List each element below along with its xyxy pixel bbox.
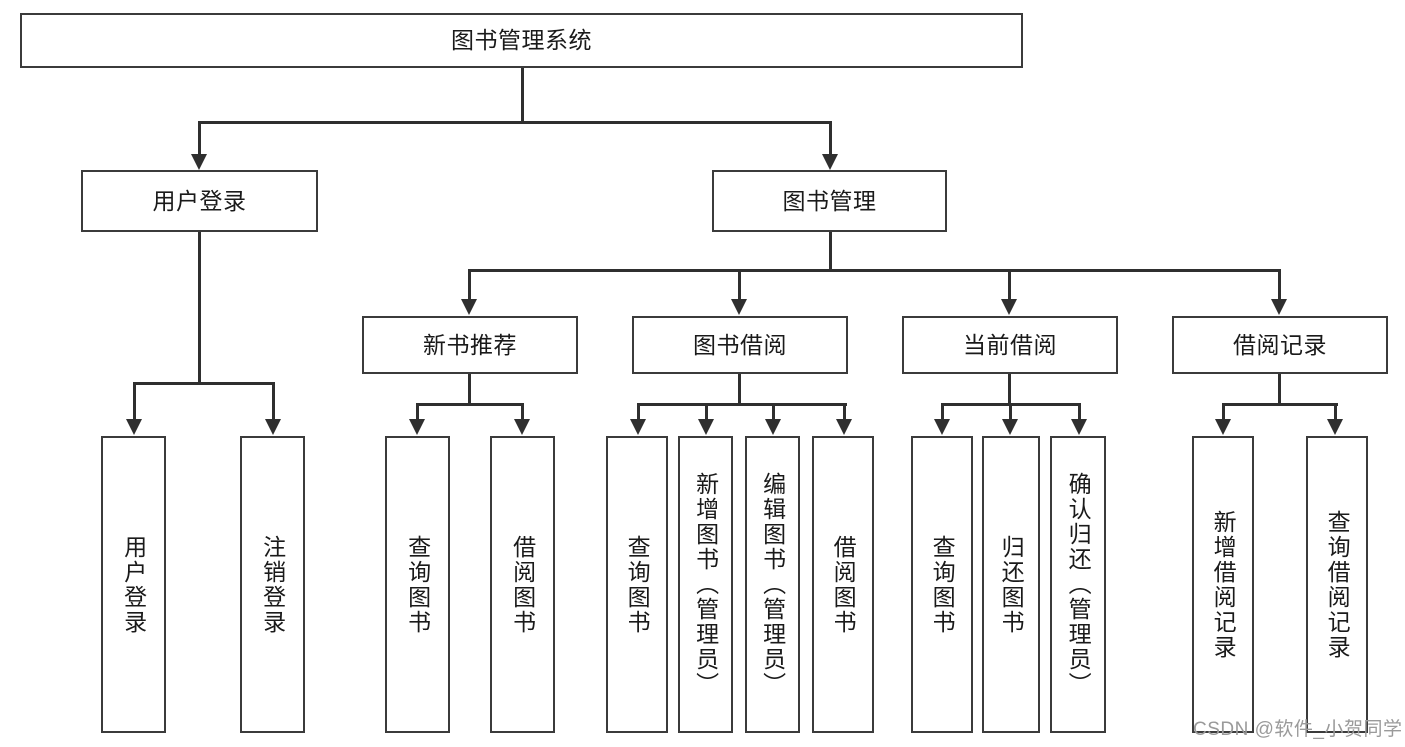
node-book-management[interactable]: 图书管理 (712, 170, 947, 232)
node-label: 查询借阅记录 (1324, 509, 1351, 660)
node-label: 借阅记录 (1233, 331, 1327, 358)
leaf-query-borrow-record[interactable]: 查询借阅记录 (1306, 436, 1368, 733)
arrow-cb-leaf-2 (1002, 419, 1018, 435)
edge-cb-drop-1 (941, 403, 944, 419)
arrow-user-login-leaf-1 (126, 419, 142, 435)
edge-book-management-stem (829, 232, 832, 271)
edge-user-login-stem (198, 232, 201, 384)
edge-root-to-user-login (198, 121, 201, 154)
edge-bm-drop-2 (738, 269, 741, 299)
arrow-nbr-leaf-1 (409, 419, 425, 435)
leaf-add-borrow-record[interactable]: 新增借阅记录 (1192, 436, 1254, 733)
node-label: 归还图书 (998, 534, 1025, 635)
edge-br-drop-2 (1334, 403, 1337, 419)
node-user-login[interactable]: 用户登录 (81, 170, 318, 232)
edge-user-login-bus (133, 382, 275, 385)
node-label: 查询图书 (624, 534, 651, 635)
leaf-edit-book[interactable]: 编辑图书（管理员） (745, 436, 800, 733)
leaf-borrow-book-recommend[interactable]: 借阅图书 (490, 436, 555, 733)
edge-br-drop-1 (1222, 403, 1225, 419)
node-label: 新增借阅记录 (1210, 509, 1237, 660)
edge-bm-drop-4 (1278, 269, 1281, 299)
arrow-bb-leaf-3 (765, 419, 781, 435)
edge-root-stem (521, 68, 524, 123)
edge-bb-drop-3 (772, 403, 775, 419)
leaf-borrow-book-borrow[interactable]: 借阅图书 (812, 436, 874, 733)
arrow-cb-leaf-3 (1071, 419, 1087, 435)
edge-cb-drop-2 (1009, 403, 1012, 419)
edge-book-management-bus (468, 269, 1281, 272)
edge-bb-drop-4 (843, 403, 846, 419)
arrow-bm-to-borrow-record (1271, 299, 1287, 315)
arrow-nbr-leaf-2 (514, 419, 530, 435)
edge-cb-stem (1008, 374, 1011, 405)
node-label: 注销登录 (259, 534, 286, 635)
node-label: 当前借阅 (963, 331, 1057, 358)
edge-user-login-drop-1 (133, 382, 136, 419)
edge-nbr-drop-2 (521, 403, 524, 419)
edge-nbr-stem (468, 374, 471, 405)
edge-bb-drop-1 (637, 403, 640, 419)
edge-br-bus (1222, 403, 1338, 406)
edge-bb-bus (637, 403, 847, 406)
node-label: 借阅图书 (509, 534, 536, 635)
node-label: 查询图书 (929, 534, 956, 635)
leaf-query-book-borrow[interactable]: 查询图书 (606, 436, 668, 733)
node-current-borrow[interactable]: 当前借阅 (902, 316, 1118, 374)
arrow-cb-leaf-1 (934, 419, 950, 435)
edge-bb-drop-2 (705, 403, 708, 419)
edge-user-login-drop-2 (272, 382, 275, 419)
node-label: 图书借阅 (693, 331, 787, 358)
arrow-bb-leaf-2 (698, 419, 714, 435)
edge-nbr-bus (416, 403, 524, 406)
node-new-book-recommend[interactable]: 新书推荐 (362, 316, 578, 374)
csdn-watermark: CSDN @软件_小贺同学 (1193, 719, 1403, 740)
node-label: 确认归还（管理员） (1065, 472, 1092, 697)
arrow-bb-leaf-1 (630, 419, 646, 435)
edge-nbr-drop-1 (416, 403, 419, 419)
leaf-add-book[interactable]: 新增图书（管理员） (678, 436, 733, 733)
arrow-br-leaf-2 (1327, 419, 1343, 435)
node-label: 图书管理 (782, 187, 877, 214)
edge-bb-stem (738, 374, 741, 405)
leaf-query-book-recommend[interactable]: 查询图书 (385, 436, 450, 733)
edge-root-to-book-management (829, 121, 832, 154)
node-label: 用户登录 (120, 534, 147, 635)
arrow-bm-to-book-borrow (731, 299, 747, 315)
node-label: 借阅图书 (830, 534, 857, 635)
edge-cb-drop-3 (1078, 403, 1081, 419)
node-book-borrow[interactable]: 图书借阅 (632, 316, 848, 374)
edge-root-bus (198, 121, 832, 124)
node-label: 图书管理系统 (451, 27, 592, 54)
leaf-query-book-current[interactable]: 查询图书 (911, 436, 973, 733)
arrow-root-to-user-login (191, 154, 207, 170)
edge-bm-drop-1 (468, 269, 471, 299)
edge-br-stem (1278, 374, 1281, 405)
node-label: 新书推荐 (423, 331, 517, 358)
edge-bm-drop-3 (1008, 269, 1011, 299)
node-root-book-management-system[interactable]: 图书管理系统 (20, 13, 1023, 68)
leaf-user-login[interactable]: 用户登录 (101, 436, 166, 733)
node-label: 查询图书 (404, 534, 431, 635)
node-label: 编辑图书（管理员） (759, 472, 786, 697)
node-label: 新增图书（管理员） (692, 472, 719, 697)
arrow-br-leaf-1 (1215, 419, 1231, 435)
node-borrow-record[interactable]: 借阅记录 (1172, 316, 1388, 374)
leaf-return-book[interactable]: 归还图书 (982, 436, 1040, 733)
leaf-logout-login[interactable]: 注销登录 (240, 436, 305, 733)
arrow-bb-leaf-4 (836, 419, 852, 435)
arrow-bm-to-new-book-recommend (461, 299, 477, 315)
arrow-user-login-leaf-2 (265, 419, 281, 435)
arrow-root-to-book-management (822, 154, 838, 170)
arrow-bm-to-current-borrow (1001, 299, 1017, 315)
leaf-confirm-return[interactable]: 确认归还（管理员） (1050, 436, 1106, 733)
node-label: 用户登录 (152, 187, 247, 214)
